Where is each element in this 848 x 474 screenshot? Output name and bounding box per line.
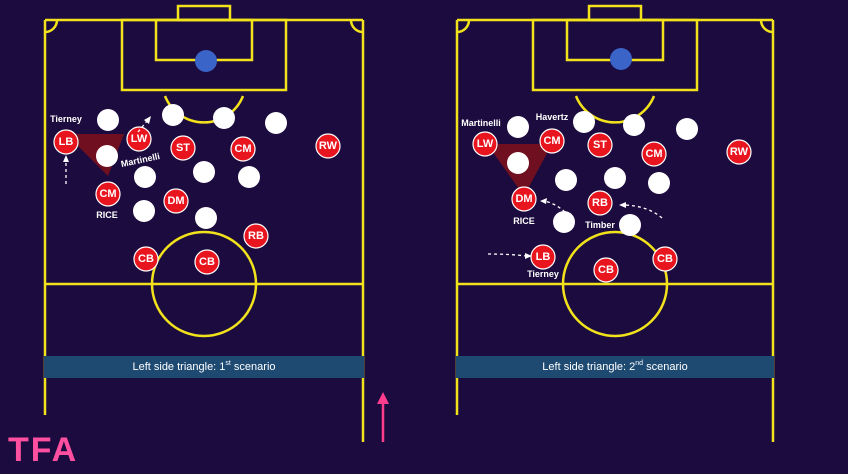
svg-text:CM: CM <box>234 143 251 155</box>
player-rb: RB <box>587 190 613 216</box>
caption-bar: Left side triangle: 2nd scenario <box>456 356 774 378</box>
ball <box>195 50 217 72</box>
opponent-player <box>238 166 260 188</box>
opponent-player <box>97 109 119 131</box>
opponent-player <box>623 114 645 136</box>
player-dm: DM <box>511 186 537 212</box>
svg-text:Left side triangle: 1st scenar: Left side triangle: 1st scenario <box>132 360 275 374</box>
svg-text:DM: DM <box>515 193 532 205</box>
svg-text:CM: CM <box>645 148 662 160</box>
opponents <box>507 111 698 236</box>
svg-text:LW: LW <box>477 138 494 150</box>
svg-text:Left side triangle: 2nd scenar: Left side triangle: 2nd scenario <box>542 360 687 374</box>
tfa-logo: TFA <box>8 431 78 469</box>
name-rice: RICE <box>96 210 118 220</box>
svg-text:ST: ST <box>176 142 190 154</box>
opponent-player <box>648 172 670 194</box>
opponent-player <box>507 152 529 174</box>
svg-text:CB: CB <box>657 253 673 265</box>
name-havertz: Havertz <box>536 112 569 122</box>
attack-direction-arrow <box>377 392 389 442</box>
svg-text:ST: ST <box>593 139 607 151</box>
opponent-player <box>573 111 595 133</box>
opponent-player <box>553 211 575 233</box>
player-cm-left: CM <box>539 128 565 154</box>
player-rw: RW <box>726 139 752 165</box>
player-lw: LW <box>126 126 152 152</box>
opponent-player <box>134 166 156 188</box>
name-rice: RICE <box>513 216 535 226</box>
movement-arrows <box>63 116 151 184</box>
player-dm: DM <box>163 188 189 214</box>
ball <box>610 48 632 70</box>
opponent-player <box>676 118 698 140</box>
player-rb: RB <box>243 223 269 249</box>
name-timber: Timber <box>585 220 615 230</box>
svg-text:RB: RB <box>592 197 608 209</box>
player-cb-left: CB <box>133 246 159 272</box>
player-st: ST <box>587 132 613 158</box>
svg-text:LW: LW <box>131 133 148 145</box>
player-lw: LW <box>472 131 498 157</box>
player-lb: LB <box>53 129 79 155</box>
player-st: ST <box>170 135 196 161</box>
svg-text:CB: CB <box>598 264 614 276</box>
pitch-lines <box>455 4 775 442</box>
player-cb-left: CB <box>593 257 619 283</box>
name-martinelli: Martinelli <box>461 118 501 128</box>
opponents <box>96 104 287 229</box>
movement-arrows <box>487 198 663 259</box>
svg-text:DM: DM <box>167 195 184 207</box>
panel-scenario-1: LB LW ST CM RW CM DM RB CB CB Tierney Ma… <box>43 4 365 442</box>
caption-bar: Left side triangle: 1st scenario <box>44 356 364 378</box>
player-cm-right: CM <box>641 141 667 167</box>
player-cb-right: CB <box>652 246 678 272</box>
svg-text:CB: CB <box>199 256 215 268</box>
svg-text:CB: CB <box>138 253 154 265</box>
opponent-player <box>133 200 155 222</box>
name-tierney: Tierney <box>50 114 82 124</box>
opponent-player <box>195 207 217 229</box>
player-cb-right: CB <box>194 249 220 275</box>
name-tierney: Tierney <box>527 269 559 279</box>
team-players: LB LW ST CM RW CM DM RB CB CB <box>53 126 341 275</box>
panel-scenario-2: LW CM ST CM RW DM RB LB CB CB Martinelli… <box>455 4 775 442</box>
svg-text:RB: RB <box>248 230 264 242</box>
player-lb: LB <box>530 244 556 270</box>
player-cm-right: CM <box>230 136 256 162</box>
team-players: LW CM ST CM RW DM RB LB CB CB <box>472 128 752 283</box>
name-martinelli: Martinelli <box>120 151 161 169</box>
opponent-player <box>619 214 641 236</box>
player-cm-left: CM <box>95 181 121 207</box>
opponent-player <box>213 107 235 129</box>
svg-text:RW: RW <box>730 146 749 158</box>
pitch-lines <box>43 4 365 442</box>
svg-text:LB: LB <box>59 136 74 148</box>
svg-text:RW: RW <box>319 140 338 152</box>
opponent-player <box>193 161 215 183</box>
svg-text:CM: CM <box>99 188 116 200</box>
opponent-player <box>604 167 626 189</box>
svg-text:LB: LB <box>536 251 551 263</box>
opponent-player <box>507 116 529 138</box>
opponent-player <box>162 104 184 126</box>
opponent-player <box>96 145 118 167</box>
player-rw: RW <box>315 133 341 159</box>
opponent-player <box>555 169 577 191</box>
svg-text:CM: CM <box>543 135 560 147</box>
opponent-player <box>265 112 287 134</box>
